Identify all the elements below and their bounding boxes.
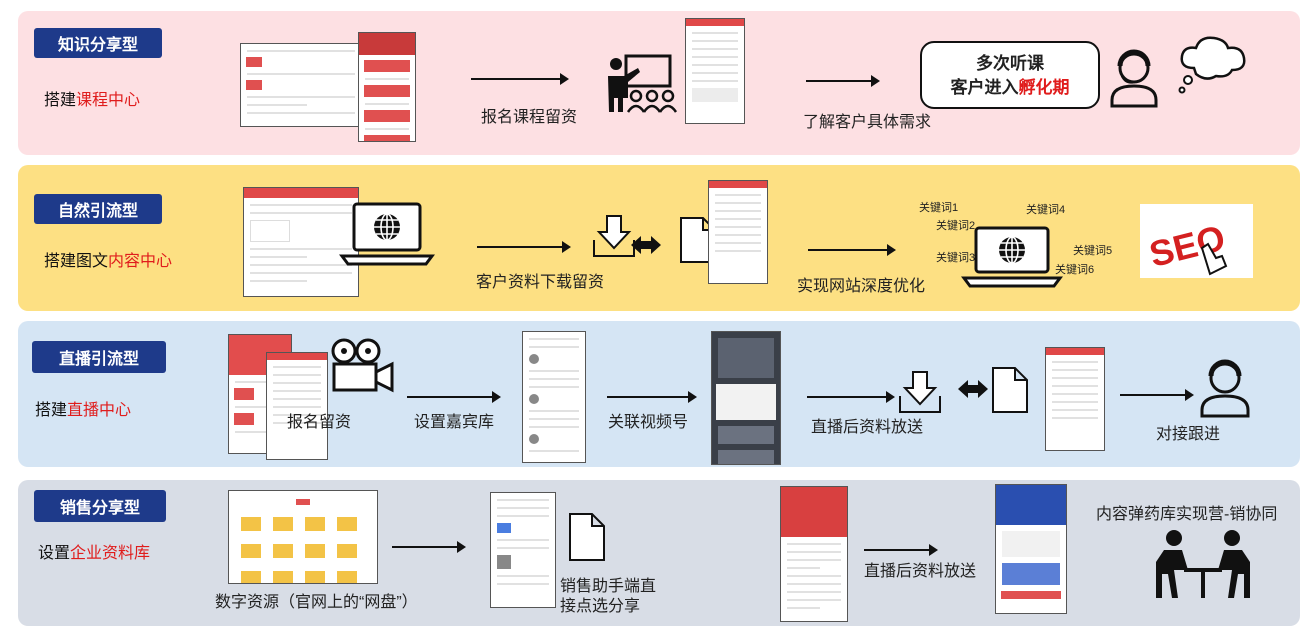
step-label: 客户资料下载留资 xyxy=(476,274,605,291)
flow-arrow xyxy=(392,541,466,553)
row-tag: 自然引流型 xyxy=(34,194,162,224)
keyword-label: 关键词3 xyxy=(936,252,976,264)
article-screenshot xyxy=(780,486,848,622)
step-label: 报名课程留资 xyxy=(481,109,578,126)
laptop-globe-icon xyxy=(339,202,435,266)
row-natural-traffic xyxy=(18,165,1300,311)
flow-arrow xyxy=(807,391,895,403)
flow-arrow xyxy=(808,244,896,256)
flow-arrow xyxy=(407,391,501,403)
person-icon xyxy=(1200,359,1250,418)
post-live-form-screenshot xyxy=(1045,347,1105,451)
presenter-icon xyxy=(608,54,678,113)
step-label: 销售助手端直 xyxy=(560,578,657,595)
course-list-screenshot xyxy=(240,43,362,127)
meeting-icon xyxy=(1156,530,1250,598)
keyword-label: 关键词5 xyxy=(1073,245,1113,257)
course-mobile-screenshot xyxy=(358,32,416,142)
download-icon xyxy=(899,371,941,413)
step-label: 直播后资料放送 xyxy=(864,563,977,580)
guest-list-screenshot xyxy=(522,331,586,463)
row-subtitle: 设置企业资料库 xyxy=(38,545,151,562)
video-channel-screenshot xyxy=(711,331,781,465)
sales-assistant-screenshot xyxy=(490,492,556,608)
step-label: 数字资源（官网上的“网盘”） xyxy=(215,594,418,611)
step-label: 设置嘉宾库 xyxy=(414,414,495,431)
customer-service-icon xyxy=(1110,49,1158,108)
download-icon xyxy=(593,215,635,257)
flow-arrow xyxy=(1120,389,1194,401)
step-label: 报名留资 xyxy=(287,414,352,431)
row-tag: 直播引流型 xyxy=(32,341,166,373)
keyword-label: 关键词1 xyxy=(919,202,959,214)
double-arrow-icon xyxy=(958,380,988,398)
seo-graphic: SEO xyxy=(1140,204,1253,278)
laptop-globe-icon xyxy=(961,226,1063,288)
step-label: 接点选分享 xyxy=(560,598,641,615)
step-label: 内容弹药库实现营-销协同 xyxy=(1096,506,1278,523)
poster-screenshot xyxy=(995,484,1067,614)
movie-camera-icon xyxy=(331,338,394,393)
flow-arrow xyxy=(864,544,938,556)
download-form-screenshot xyxy=(708,180,768,284)
row-tag: 知识分享型 xyxy=(34,28,162,58)
flow-arrow xyxy=(607,391,697,403)
flow-arrow xyxy=(471,73,569,85)
keyword-label: 关键词2 xyxy=(936,220,976,232)
keyword-label: 关键词4 xyxy=(1026,204,1066,216)
row-tag: 销售分享型 xyxy=(34,490,166,522)
registration-form-screenshot xyxy=(685,18,745,124)
step-label: 对接跟进 xyxy=(1156,426,1221,443)
resource-library-screenshot xyxy=(228,490,378,584)
double-arrow-icon xyxy=(631,236,661,254)
thought-cloud-icon xyxy=(1178,36,1246,94)
flow-arrow xyxy=(806,75,880,87)
step-label: 实现网站深度优化 xyxy=(797,278,926,295)
incubation-callout: 多次听课 客户进入孵化期 xyxy=(920,41,1100,109)
row-subtitle: 搭建图文内容中心 xyxy=(44,253,173,270)
keyword-label: 关键词6 xyxy=(1055,264,1095,276)
step-label: 关联视频号 xyxy=(608,414,689,431)
document-icon xyxy=(569,513,605,561)
step-label: 直播后资料放送 xyxy=(811,419,924,436)
flow-arrow xyxy=(477,241,571,253)
row-subtitle: 搭建直播中心 xyxy=(35,402,132,419)
row-subtitle: 搭建课程中心 xyxy=(44,92,141,109)
document-icon xyxy=(992,367,1028,413)
step-label: 了解客户具体需求 xyxy=(803,114,932,131)
live-signup-screenshot xyxy=(266,352,328,460)
row-live-stream xyxy=(18,321,1300,467)
